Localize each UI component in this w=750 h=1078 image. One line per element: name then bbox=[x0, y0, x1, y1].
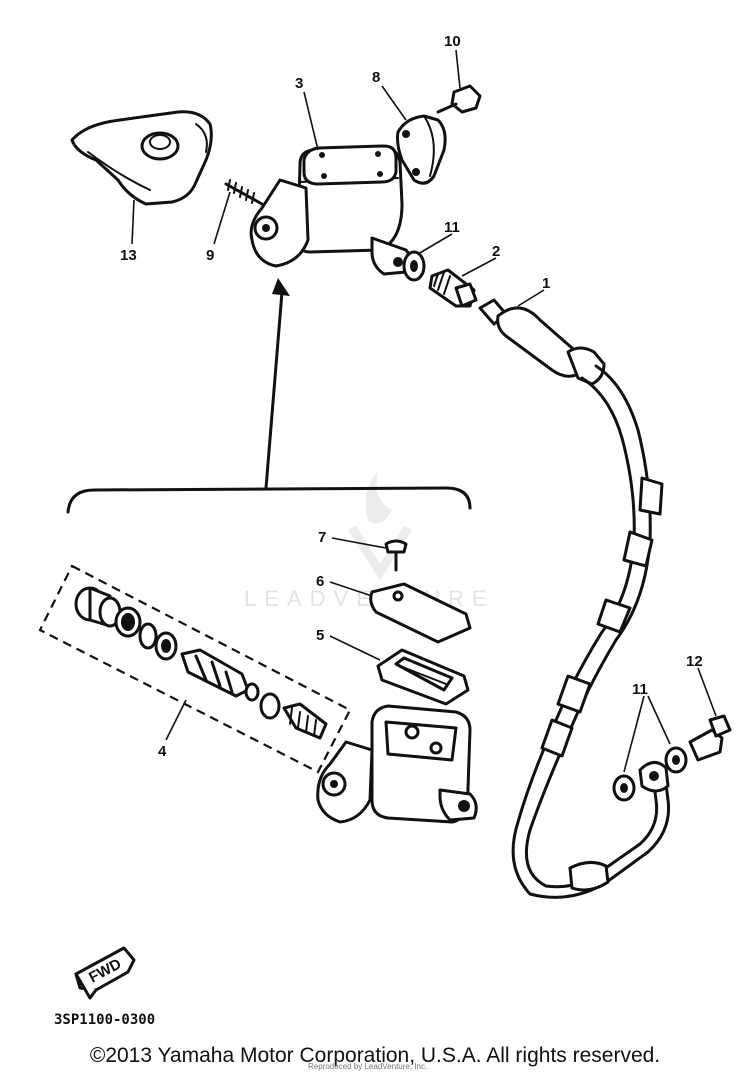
copyright-notice: ©2013 Yamaha Motor Corporation, U.S.A. A… bbox=[89, 1044, 661, 1067]
part-11-washer-upper[interactable] bbox=[402, 250, 426, 282]
callout-7: 7 bbox=[318, 529, 326, 546]
callout-3: 3 bbox=[295, 75, 303, 92]
callout-13: 13 bbox=[120, 247, 137, 264]
diagram-code: 3SP1100-0300 bbox=[54, 1012, 155, 1028]
callout-11-lower: 11 bbox=[632, 681, 648, 698]
callout-12: 12 bbox=[686, 653, 703, 670]
part-13-holder[interactable] bbox=[70, 110, 213, 206]
master-cylinder-body-lower[interactable] bbox=[316, 704, 478, 824]
callout-6: 6 bbox=[316, 573, 324, 590]
part-3-master-cylinder[interactable] bbox=[249, 144, 413, 276]
callout-9: 9 bbox=[206, 247, 214, 264]
callout-11-upper: 11 bbox=[444, 219, 460, 236]
callout-4: 4 bbox=[158, 743, 167, 760]
part-7-screw[interactable] bbox=[384, 539, 408, 572]
callout-10: 10 bbox=[444, 33, 461, 50]
part-4-piston-kit[interactable] bbox=[38, 564, 352, 774]
callout-8: 8 bbox=[372, 69, 380, 86]
watermark: LEADVENTURE bbox=[244, 472, 487, 611]
fwd-arrow-icon: FWD bbox=[74, 946, 136, 1000]
part-9-screw[interactable] bbox=[224, 179, 264, 206]
callouts: 3 8 10 13 9 11 2 1 7 6 5 4 11 12 bbox=[120, 33, 703, 760]
callout-1: 1 bbox=[542, 275, 550, 292]
part-8-clamp[interactable] bbox=[396, 114, 447, 185]
callout-2: 2 bbox=[492, 243, 500, 260]
part-2-fitting[interactable] bbox=[428, 268, 478, 308]
callout-5: 5 bbox=[316, 627, 324, 644]
part-10-bolt[interactable] bbox=[436, 84, 482, 114]
reproduction-credit: Reproduced by LeadVenture, Inc. bbox=[308, 1062, 428, 1071]
leader-lines bbox=[131, 49, 717, 773]
part-11-washers-lower[interactable] bbox=[612, 746, 688, 802]
assembly-bracket bbox=[66, 278, 472, 514]
part-12-union-bolt[interactable] bbox=[688, 714, 732, 762]
part-1-hose[interactable] bbox=[478, 298, 671, 899]
part-5-diaphragm[interactable] bbox=[376, 648, 470, 706]
